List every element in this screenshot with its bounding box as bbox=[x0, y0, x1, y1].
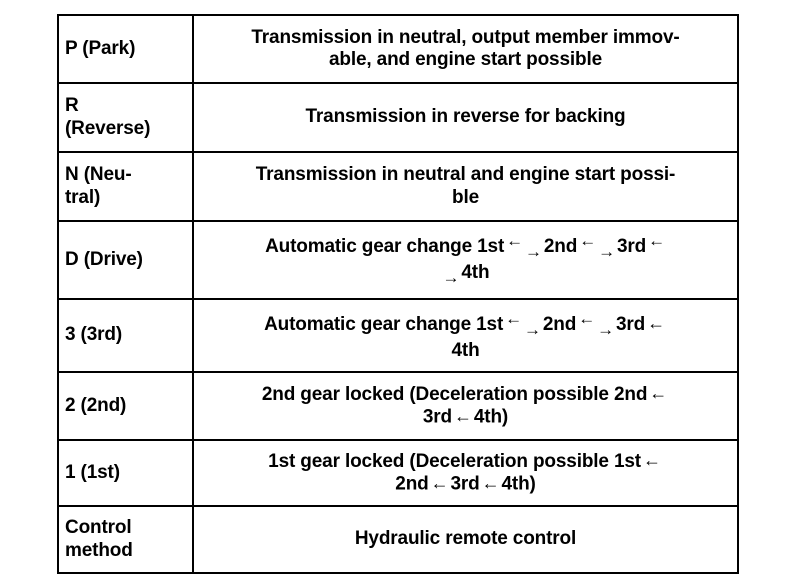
segment-text: 3rd bbox=[422, 406, 453, 428]
range-label-neutral: N (Neu- tral) bbox=[57, 151, 194, 222]
table-row: R (Reverse) Transmission in reverse for … bbox=[57, 82, 739, 153]
segment-text: 4th bbox=[451, 339, 480, 361]
segment-text: 3rd bbox=[615, 313, 646, 335]
arrow-left-icon: ← bbox=[454, 406, 472, 426]
table-row: 3 (3rd) Automatic gear change 1st←→2nd←→… bbox=[57, 298, 739, 373]
arrow-left-icon: ← bbox=[578, 308, 596, 328]
description-line-1: Transmission in neutral and engine start… bbox=[255, 164, 676, 186]
arrow-right-icon: → bbox=[597, 319, 614, 339]
segment-text: 4th) bbox=[473, 406, 509, 428]
segment-text: 2nd bbox=[542, 313, 577, 335]
arrow-left-icon: ← bbox=[648, 231, 665, 251]
arrow-left-icon: ← bbox=[579, 231, 597, 251]
segment-group-1: 1st gear locked (Deceleration possible 1… bbox=[268, 450, 663, 472]
range-label-second: 2 (2nd) bbox=[57, 371, 194, 441]
segment-text: 3rd bbox=[450, 473, 480, 495]
transmission-range-table: P (Park) Transmission in neutral, output… bbox=[57, 14, 739, 574]
range-label-line-1: Control bbox=[65, 517, 132, 539]
range-description-control-method: Hydraulic remote control bbox=[192, 505, 739, 574]
table-row: P (Park) Transmission in neutral, output… bbox=[57, 14, 739, 84]
segment-text: 1st gear locked (Deceleration possible 1… bbox=[268, 450, 641, 472]
range-label-third: 3 (3rd) bbox=[57, 298, 194, 373]
segment-text: Automatic gear change 1st bbox=[264, 313, 504, 335]
description-line-2: ble bbox=[451, 186, 479, 208]
segment-group-2: 4th bbox=[200, 340, 731, 362]
range-description-neutral: Transmission in neutral and engine start… bbox=[192, 151, 739, 222]
segment-text: 4th bbox=[461, 262, 490, 284]
arrow-left-icon: ← bbox=[649, 383, 668, 404]
arrow-right-icon: → bbox=[598, 242, 615, 262]
segment-group-2: →4th bbox=[200, 262, 731, 288]
arrow-left-icon: ← bbox=[506, 231, 524, 251]
arrow-left-icon: ← bbox=[481, 473, 500, 493]
segment-group-2: 3rd←4th) bbox=[200, 406, 731, 429]
range-description-reverse: Transmission in reverse for backing bbox=[192, 82, 739, 153]
range-description-second: 2nd gear locked (Deceleration possible 2… bbox=[192, 371, 739, 441]
table-row: 2 (2nd) 2nd gear locked (Deceleration po… bbox=[57, 371, 739, 441]
range-description-drive: Automatic gear change 1st←→2nd←→3rd← →4t… bbox=[192, 220, 739, 300]
segment-text: Automatic gear change 1st bbox=[265, 236, 505, 258]
range-description-first: 1st gear locked (Deceleration possible 1… bbox=[192, 439, 739, 507]
segment-text: 2nd gear locked (Deceleration possible 2… bbox=[261, 383, 648, 405]
arrow-left-icon: ← bbox=[642, 450, 661, 471]
segment-group-1: Automatic gear change 1st←→2nd←→3rd← bbox=[265, 231, 666, 261]
segment-text: 3rd bbox=[616, 236, 647, 258]
segment-text: 4th) bbox=[501, 473, 536, 495]
segment-group-2: 2nd←3rd←4th) bbox=[200, 473, 731, 496]
range-label-park: P (Park) bbox=[57, 14, 194, 84]
table-row: 1 (1st) 1st gear locked (Deceleration po… bbox=[57, 439, 739, 507]
description-line-2: able, and engine start possible bbox=[328, 49, 603, 70]
range-label-drive: D (Drive) bbox=[57, 220, 194, 300]
arrow-left-icon: ← bbox=[430, 473, 449, 493]
arrow-left-icon: ← bbox=[505, 308, 523, 328]
range-label-line-2: method bbox=[65, 539, 133, 561]
range-label-control-method: Control method bbox=[57, 505, 194, 574]
segment-group-1: Automatic gear change 1st←→2nd←→3rd← bbox=[264, 309, 667, 339]
table-body: P (Park) Transmission in neutral, output… bbox=[57, 14, 739, 574]
range-label-line-2: (Reverse) bbox=[65, 117, 151, 139]
range-description-park: Transmission in neutral, output member i… bbox=[192, 14, 739, 84]
range-description-third: Automatic gear change 1st←→2nd←→3rd← 4th bbox=[192, 298, 739, 373]
arrow-left-icon: ← bbox=[647, 313, 665, 334]
range-label-line-1: N (Neu- bbox=[65, 164, 132, 186]
table-row: N (Neu- tral) Transmission in neutral an… bbox=[57, 151, 739, 222]
range-label-first: 1 (1st) bbox=[57, 439, 194, 507]
range-label-line-2: tral) bbox=[65, 186, 101, 208]
segment-text: 2nd bbox=[395, 473, 429, 495]
description-line-1: Transmission in neutral, output member i… bbox=[251, 26, 680, 48]
arrow-right-icon: → bbox=[525, 242, 542, 262]
range-label-line-1: R bbox=[65, 95, 79, 117]
segment-text: 2nd bbox=[543, 236, 578, 258]
range-label-reverse: R (Reverse) bbox=[57, 82, 194, 153]
table-row: D (Drive) Automatic gear change 1st←→2nd… bbox=[57, 220, 739, 300]
table-row: Control method Hydraulic remote control bbox=[57, 505, 739, 574]
arrow-right-icon: → bbox=[524, 319, 541, 339]
segment-group-1: 2nd gear locked (Deceleration possible 2… bbox=[261, 383, 669, 405]
arrow-right-icon: → bbox=[442, 268, 460, 288]
